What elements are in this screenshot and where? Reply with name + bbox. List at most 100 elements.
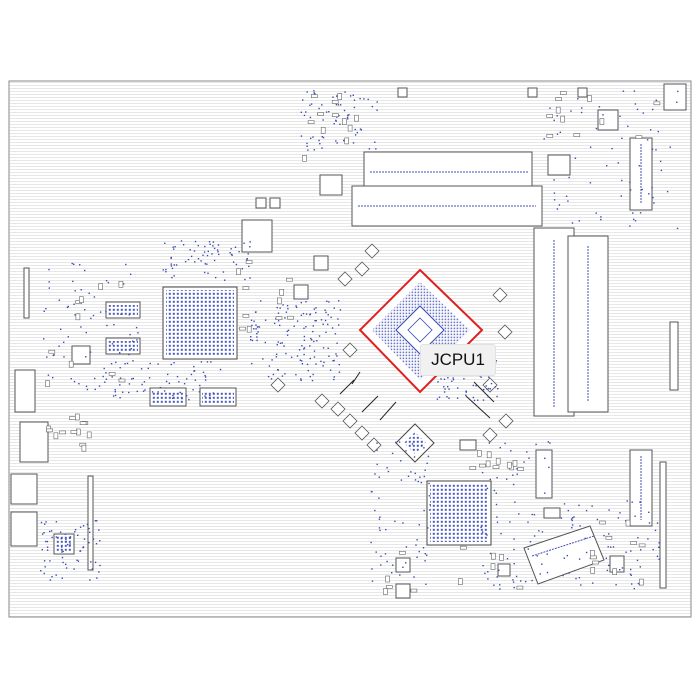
via-pad (209, 397, 211, 400)
via-pad (428, 509, 431, 511)
small-ic-diamond[interactable] (395, 423, 435, 463)
via-pad (96, 520, 98, 522)
via-pad (335, 119, 337, 122)
via-pad (529, 541, 532, 543)
via-pad (52, 376, 54, 379)
via-pad (135, 326, 138, 329)
via-pad (676, 101, 678, 103)
via-pad (147, 367, 149, 370)
via-pad (375, 148, 377, 150)
via-pad (463, 378, 465, 380)
via-pad (73, 263, 75, 265)
socket-caps[interactable] (270, 243, 514, 453)
via-pad (173, 248, 175, 250)
via-pad (311, 339, 313, 341)
via-pad (374, 473, 376, 475)
via-pad (298, 349, 301, 351)
via-pad (58, 345, 60, 347)
via-pad (571, 527, 573, 529)
via-pad (305, 111, 307, 113)
left-memory-chips[interactable] (105, 301, 237, 407)
via-pad (659, 160, 662, 163)
via-pad (510, 450, 512, 452)
via-pad (326, 300, 328, 302)
via-pad (73, 568, 75, 570)
via-pad (94, 520, 97, 522)
via-pad (328, 355, 330, 357)
slanted-connector[interactable] (523, 525, 605, 585)
via-pad (323, 361, 325, 364)
via-pad (324, 309, 326, 311)
via-pad (571, 519, 573, 522)
via-pad (300, 135, 303, 137)
via-pad (344, 91, 346, 93)
via-pad (309, 116, 312, 119)
via-pad (621, 179, 623, 182)
via-pad (527, 548, 529, 550)
via-pad (497, 388, 499, 390)
via-pad (255, 324, 257, 326)
via-pad (67, 543, 69, 546)
via-pad (102, 375, 104, 378)
passive-pad (68, 360, 74, 368)
via-pad (329, 369, 332, 371)
via-pad (457, 387, 459, 389)
passive-pad (75, 413, 80, 421)
via-pad (82, 525, 85, 527)
via-pad (656, 522, 659, 524)
cpu-socket-jcpu1[interactable] (358, 268, 484, 394)
via-pad (376, 449, 378, 451)
via-pad (654, 529, 657, 532)
via-pad (303, 327, 305, 329)
via-pad (560, 517, 563, 519)
via-pad (230, 248, 232, 250)
via-pad (423, 447, 425, 449)
via-pad (140, 368, 143, 370)
top-connector-slot[interactable] (351, 151, 543, 227)
via-pad (650, 129, 652, 131)
via-pad (281, 342, 283, 344)
via-pad (556, 208, 559, 210)
via-pad (283, 345, 285, 347)
via-pad (206, 263, 208, 265)
via-pad (648, 511, 650, 513)
via-pad (488, 376, 490, 378)
passive-pad (612, 568, 618, 575)
via-pad (509, 521, 511, 523)
left-bga-chip[interactable] (162, 286, 238, 360)
via-pad (173, 264, 175, 266)
via-pad (80, 289, 82, 291)
via-pad (493, 489, 496, 492)
bottom-bga-chip[interactable] (426, 480, 492, 546)
via-pad (256, 336, 258, 338)
via-pad (639, 566, 641, 568)
passive-pad (108, 371, 116, 376)
via-pad (565, 195, 568, 197)
via-pad (93, 296, 96, 298)
via-pad (190, 373, 193, 376)
via-pad (626, 500, 628, 502)
via-pad (89, 579, 91, 581)
via-pad (336, 95, 338, 97)
via-pad (378, 527, 381, 529)
passive-pad (499, 554, 504, 561)
via-pad (172, 397, 174, 399)
via-pad (136, 390, 138, 393)
via-pad (321, 136, 323, 138)
via-pad (328, 111, 330, 113)
passive-pad (98, 283, 103, 290)
via-pad (506, 558, 509, 560)
passive-pad (590, 566, 596, 574)
right-dimm-slots[interactable] (533, 227, 609, 417)
via-pad (321, 104, 323, 106)
via-pad (337, 318, 339, 320)
via-pad (296, 355, 299, 357)
via-pad (547, 441, 549, 443)
via-pad (219, 368, 222, 371)
right-edge-connectors[interactable] (535, 137, 679, 589)
left-edge-connectors[interactable] (10, 267, 94, 571)
via-pad (490, 382, 493, 385)
via-pad (513, 538, 515, 540)
passive-pad (53, 432, 59, 440)
